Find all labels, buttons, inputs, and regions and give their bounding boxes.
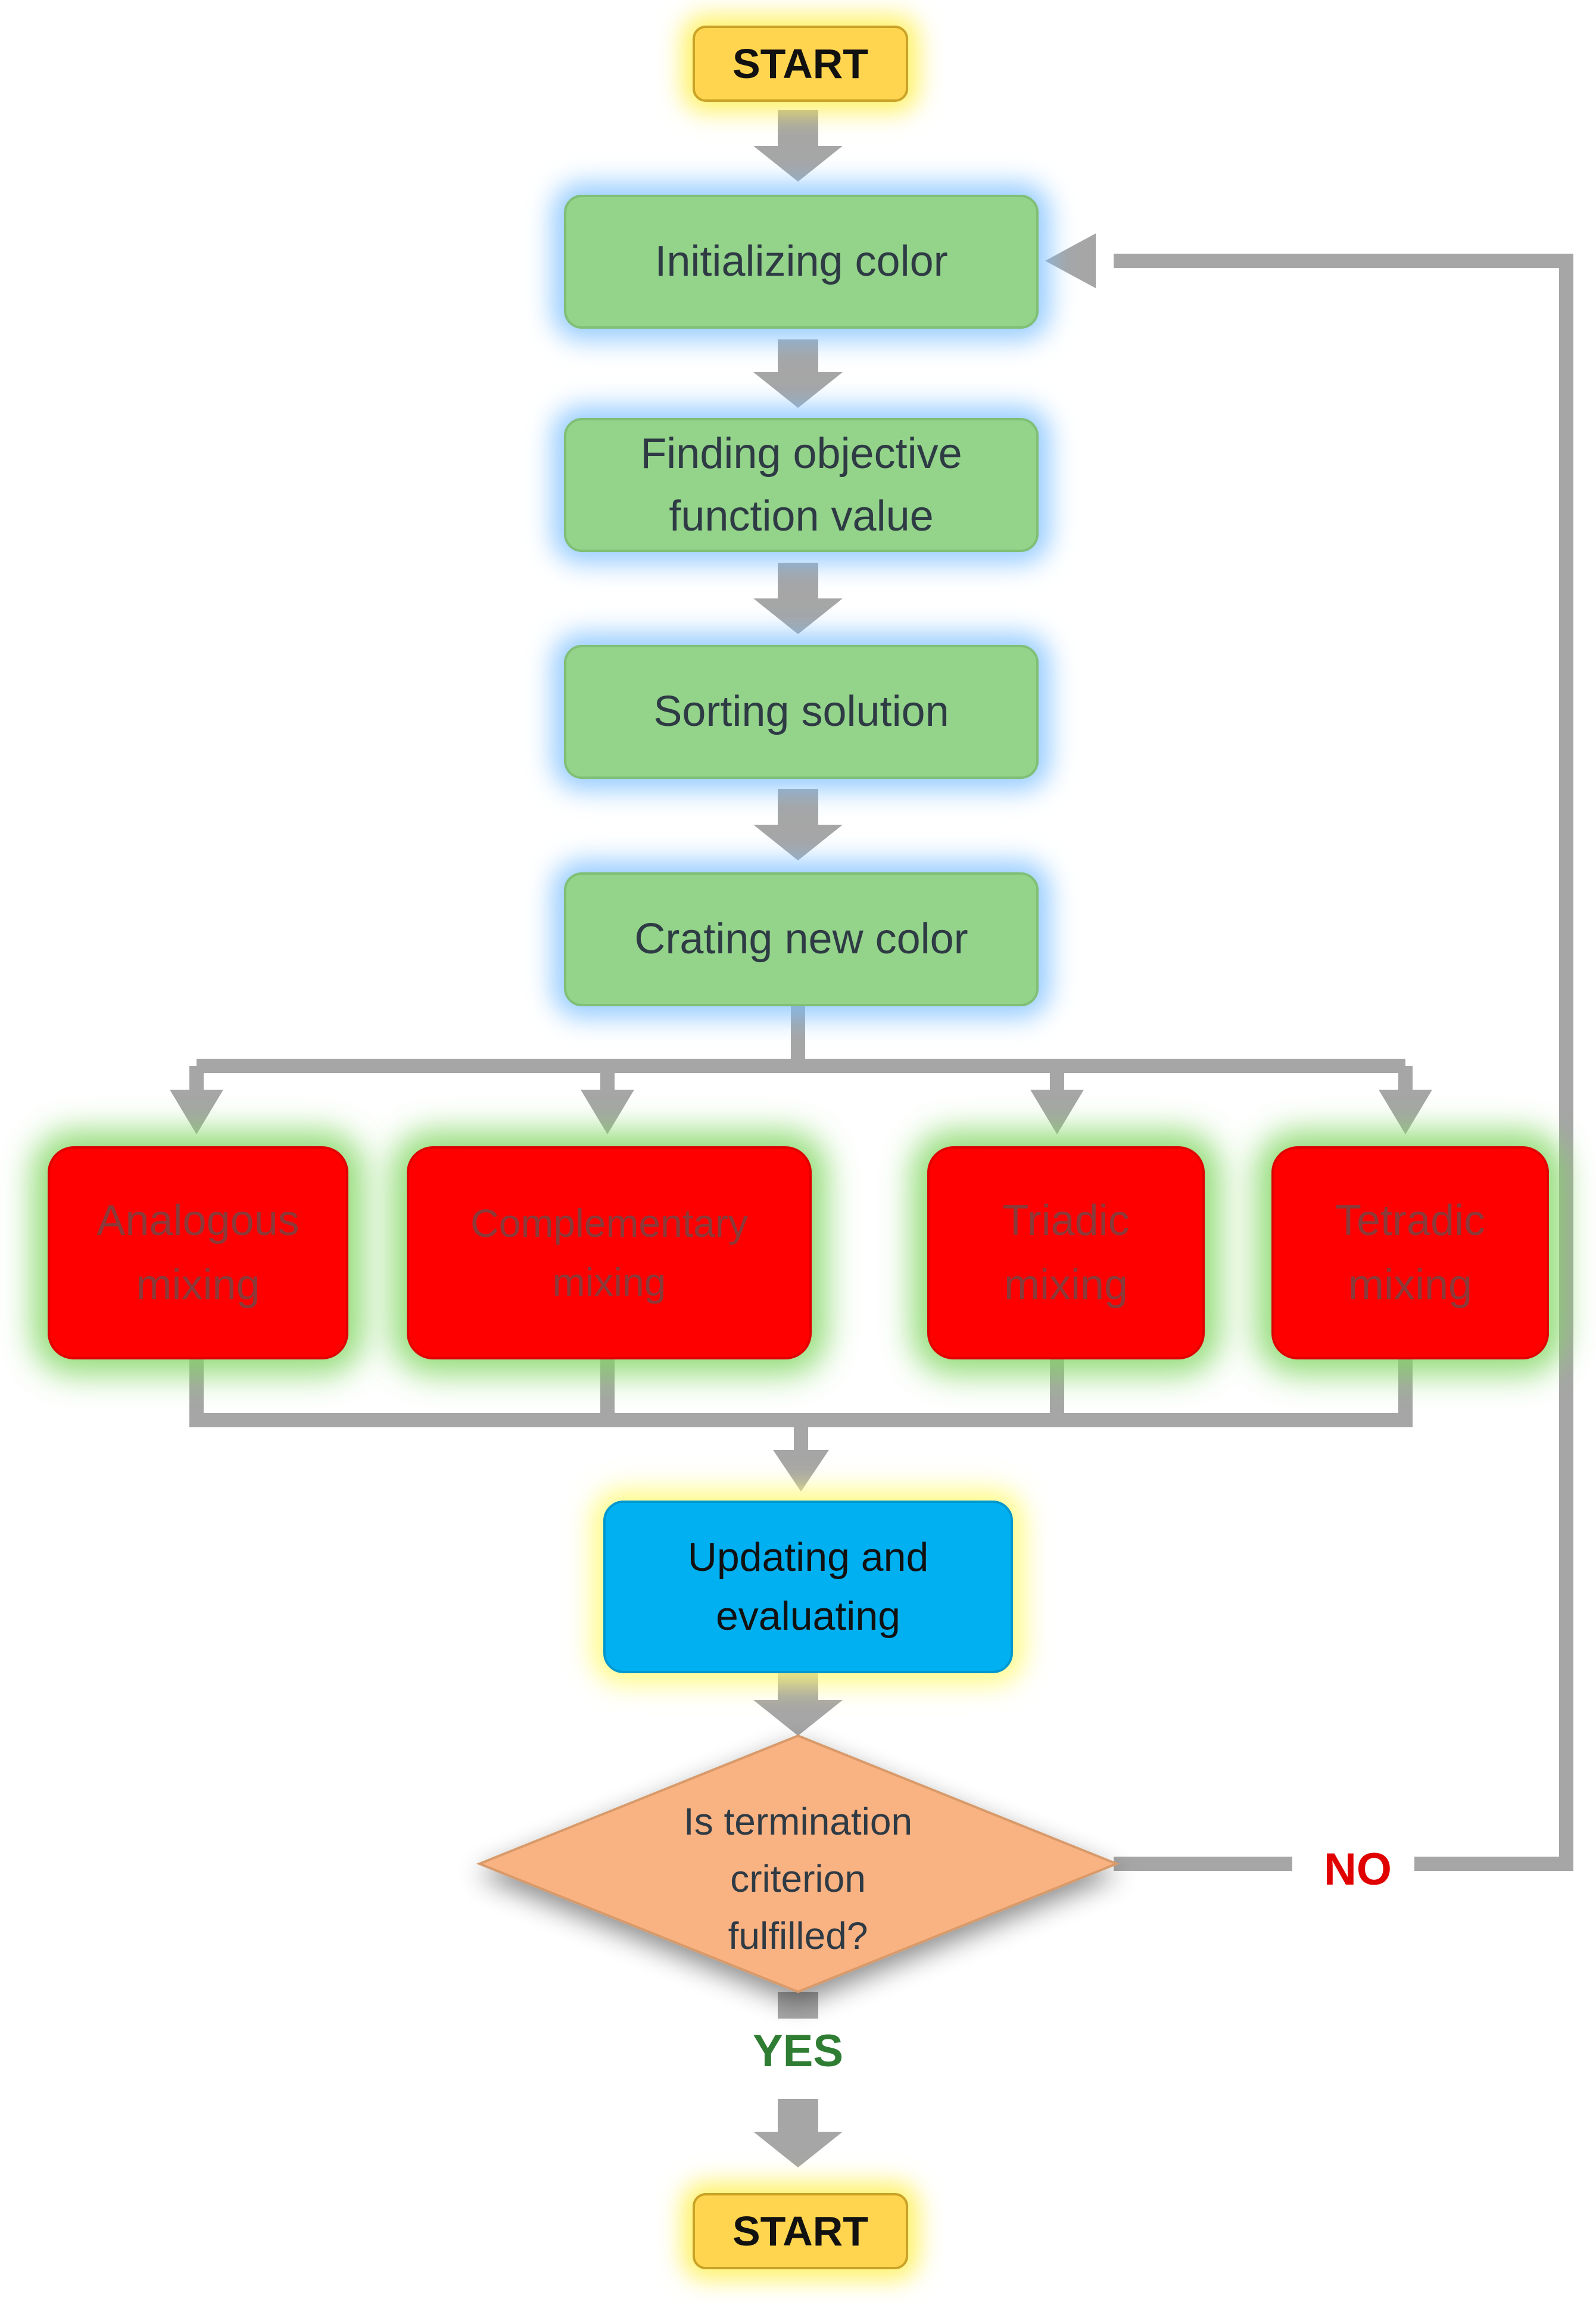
analogous-mixing-line2: mixing <box>136 1261 260 1309</box>
complementary-mixing-line2: mixing <box>552 1260 666 1304</box>
arrowhead-merge <box>773 1450 829 1492</box>
arrowhead-analogous <box>170 1090 223 1134</box>
arrow-start-to-init <box>753 110 843 182</box>
decision-line1: Is termination <box>683 1800 913 1843</box>
sorting-solution-node: Sorting solution <box>564 645 1039 779</box>
triadic-mixing-line1: Triadic <box>1002 1197 1130 1244</box>
initializing-color-node: Initializing color <box>564 195 1039 329</box>
decision-diamond <box>476 1734 1120 1994</box>
arrow-finding-to-sorting <box>753 563 843 634</box>
complementary-mixing-line1: Complementary <box>470 1201 748 1245</box>
tetradic-mixing-line1: Tetradic <box>1335 1197 1486 1244</box>
arrow-sorting-to-creating <box>753 789 843 860</box>
finding-objective-node: Finding objective function value <box>564 418 1039 552</box>
creating-new-color-label: Crating new color <box>634 915 968 963</box>
start-node-bottom: START <box>693 2193 908 2269</box>
loop-line-right <box>1114 254 1573 1871</box>
decision-line2: criterion <box>730 1857 866 1900</box>
yes-label: YES <box>752 2026 844 2076</box>
arrowhead-triadic <box>1030 1090 1084 1134</box>
arrowhead-complementary <box>581 1090 634 1134</box>
arrowhead-tetradic <box>1379 1090 1432 1134</box>
no-label: NO <box>1324 1844 1392 1895</box>
arrowhead-loop <box>1045 233 1096 288</box>
arrow-updating-to-decision <box>753 1667 843 1736</box>
arrow-init-to-finding <box>753 339 843 408</box>
updating-evaluating-node: Updating and evaluating <box>603 1501 1013 1673</box>
complementary-mixing-node: Complementary mixing <box>407 1146 812 1359</box>
arrow-yes-to-end <box>753 2099 843 2167</box>
triadic-mixing-line2: mixing <box>1003 1261 1129 1309</box>
sorting-solution-label: Sorting solution <box>653 688 949 736</box>
tetradic-mixing-line2: mixing <box>1348 1261 1473 1309</box>
analogous-mixing-node: Analogous mixing <box>48 1146 348 1359</box>
initializing-color-label: Initializing color <box>654 238 948 286</box>
start-top-label: START <box>732 40 869 87</box>
tetradic-mixing-node: Tetradic mixing <box>1271 1146 1549 1359</box>
finding-objective-label-line2: function value <box>669 492 934 540</box>
stub-decision-bottom <box>778 1992 818 2019</box>
analogous-mixing-line1: Analogous <box>96 1197 300 1244</box>
start-bottom-label: START <box>732 2208 869 2254</box>
creating-new-color-node: Crating new color <box>564 872 1039 1006</box>
triadic-mixing-node: Triadic mixing <box>927 1146 1205 1359</box>
decision-line3: fulfilled? <box>728 1914 868 1957</box>
decision-label: Is termination criterion fulfilled? <box>673 1777 923 1980</box>
updating-evaluating-line1: Updating and <box>687 1534 929 1580</box>
start-node-top: START <box>693 26 908 102</box>
finding-objective-label-line1: Finding objective <box>640 430 962 478</box>
updating-evaluating-line2: evaluating <box>715 1593 901 1639</box>
